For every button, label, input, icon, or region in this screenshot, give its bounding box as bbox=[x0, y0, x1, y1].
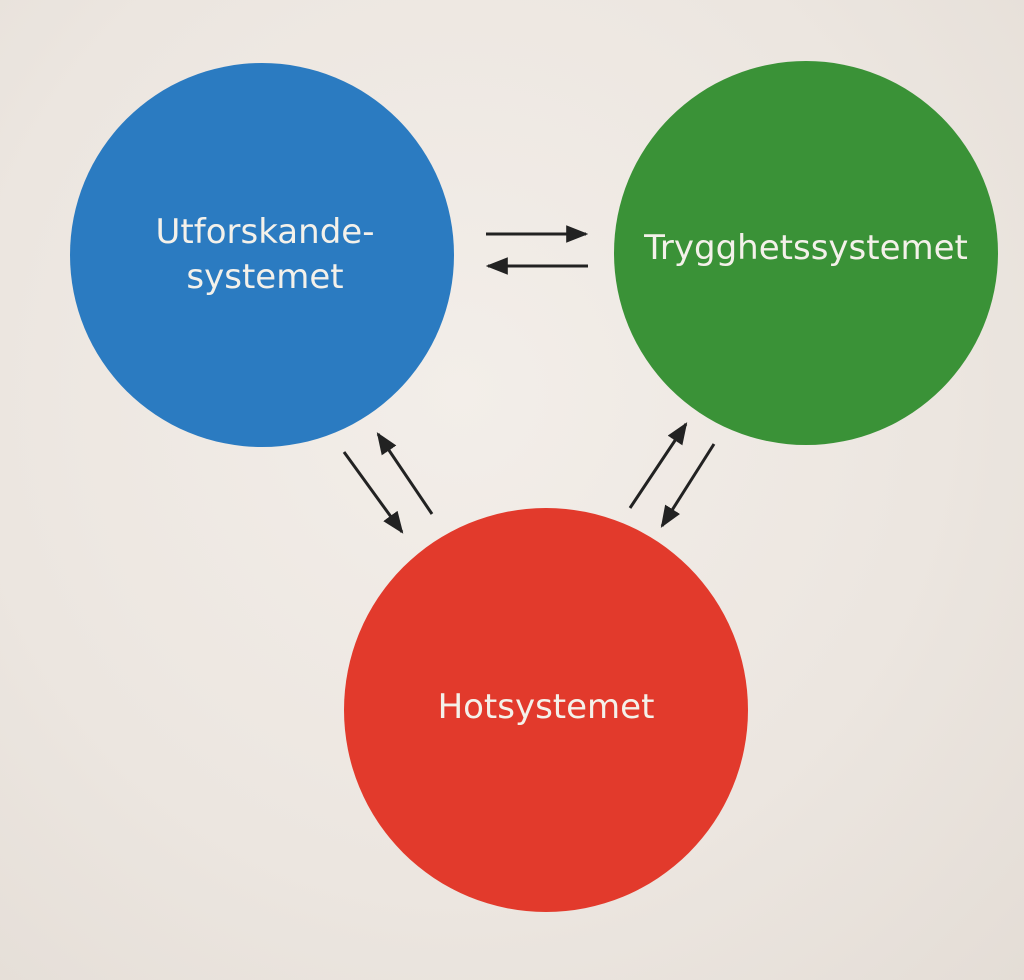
node-utforskande-label-line-1: Utforskande- bbox=[156, 212, 375, 252]
node-trygghet-label: Trygghetssystemet bbox=[643, 228, 968, 268]
arrow-trygghet-to-hot bbox=[660, 443, 716, 528]
node-hot-circle bbox=[344, 508, 748, 912]
arrow-utforskande-to-hot bbox=[342, 451, 404, 534]
arrow-hot-to-trygghet bbox=[628, 422, 688, 509]
node-trygghet-circle bbox=[614, 61, 998, 445]
arrow-hot-to-utforskande bbox=[376, 432, 434, 515]
node-hot-label: Hotsystemet bbox=[438, 687, 655, 727]
node-utforskande-label-line-2: systemet bbox=[186, 257, 343, 297]
node-utforskande-circle bbox=[70, 63, 454, 447]
